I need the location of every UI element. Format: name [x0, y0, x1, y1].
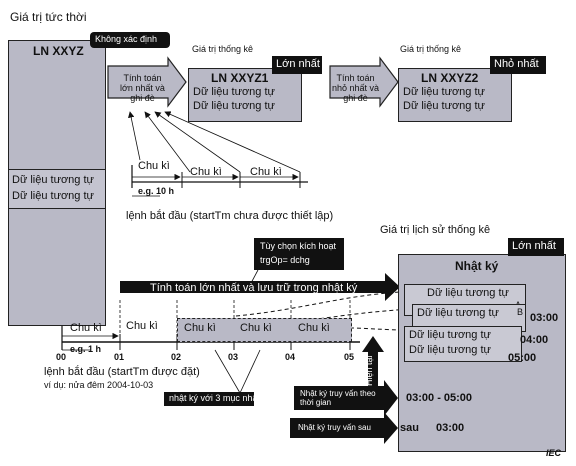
query-after-arrow-shape [290, 412, 398, 444]
undefined-badge: Không xác định [90, 32, 170, 48]
min-badge: Nhỏ nhất [490, 56, 546, 74]
entries-note-box: nhật ký với 3 mục nhập [164, 392, 262, 406]
bottom-caption-2: ví dụ: nửa đêm 2004-10-03 [44, 380, 154, 390]
log-entry-c-line-1: Dữ liệu tương tự [409, 329, 491, 341]
ln-main-data-line-1: Dữ liệu tương tự [12, 174, 94, 186]
tick-00: 00 [56, 352, 67, 362]
ln-max-data-line-1: Dữ liệu tương tự [193, 86, 275, 98]
calc-store-label: Tính toán lớn nhất và lưu trữ trong nhật… [150, 282, 358, 294]
top-cycle-2: Chu kì [190, 166, 222, 178]
calc-max-label: Tính toán lớn nhất và ghi đè [120, 73, 165, 103]
ln-min-title: LN XXYZ2 [421, 71, 479, 85]
log-entry-b-line-1: Dữ liệu tương tự [417, 307, 499, 319]
calc-max-line-3: ghi đè [130, 93, 155, 103]
tick-03: 03 [228, 352, 239, 362]
history-stats-label: Giá trị lịch sử thống kê [380, 224, 491, 236]
ln-max-title: LN XXYZ1 [211, 71, 269, 85]
min-badge-text: Nhỏ nhất [494, 58, 539, 70]
query-time-label-2: thời gian [300, 398, 332, 407]
trigger-line-1: Tùy chọn kích hoạt [260, 241, 337, 251]
query-time-label: Nhật ký truy vấn theo thời gian [300, 389, 376, 407]
log-title: Nhật ký [455, 259, 499, 273]
stat-values-1-label: Giá trị thống kê [192, 44, 254, 54]
ln-main-box: LN XXYZ Dữ liệu tương tự Dữ liệu tương t… [8, 40, 106, 326]
instant-values-label: Giá trị tức thời [10, 10, 87, 24]
calc-max-line-2: lớn nhất và [120, 83, 165, 93]
trigger-box: Tùy chọn kích hoạt trgOp= dchg [254, 238, 344, 270]
bottom-cycle-1: Chu kì [70, 322, 102, 334]
bottom-cycle-5: Chu kì [298, 322, 330, 334]
ln-max-data-line-2: Dữ liệu tương tự [193, 100, 275, 112]
calc-min-label: Tính toán nhỏ nhất và ghi đè [332, 73, 379, 103]
query-time-label-1: Nhật ký truy vấn theo [300, 389, 376, 398]
now-arrow-shape [362, 336, 384, 388]
ln-min-data-line-2: Dữ liệu tương tự [403, 100, 485, 112]
trigger-line-2: trgOp= dchg [260, 255, 310, 265]
bottom-cycle-4: Chu kì [240, 322, 272, 334]
ln-main-data-line-2: Dữ liệu tương tự [12, 190, 94, 202]
bottom-cycle-3: Chu kì [184, 322, 216, 334]
iec-mark: IEC [546, 448, 562, 458]
tick-04: 04 [285, 352, 296, 362]
now-label: Hiện tại [364, 355, 374, 386]
calc-max-arrow-shape [107, 56, 187, 108]
ln-min-box: LN XXYZ2 Dữ liệu tương tự Dữ liệu tương … [398, 68, 512, 122]
ln-main-title: LN XXYZ [33, 44, 84, 58]
tick-02: 02 [171, 352, 182, 362]
query-time-arrow-shape [294, 380, 398, 416]
log-period-bar [177, 318, 352, 342]
tick-01: 01 [114, 352, 125, 362]
log-max-badge-text: Lớn nhất [512, 240, 556, 252]
tick-05: 05 [344, 352, 355, 362]
query-after-value: 03:00 [436, 422, 465, 434]
calc-min-arrow-shape [329, 56, 399, 108]
stat-values-2-label: Giá trị thống kê [400, 44, 462, 54]
ln-min-data-line-1: Dữ liệu tương tự [403, 86, 485, 98]
ln-main-data: Dữ liệu tương tự Dữ liệu tương tự [9, 169, 105, 209]
bottom-example: e.g. 1 h [70, 344, 102, 354]
query-after-label: Nhật ký truy vấn sau [298, 423, 371, 432]
log-max-badge: Lớn nhất [508, 238, 564, 256]
undefined-badge-text: Không xác định [95, 34, 158, 44]
log-entry-c-line-2: Dữ liệu tương tự [409, 344, 491, 356]
top-timeline-caption: lệnh bắt đầu (startTm chưa được thiết lậ… [126, 210, 334, 222]
max-badge: Lớn nhất [272, 56, 322, 74]
calc-max-line-1: Tính toán [123, 73, 162, 83]
log-entry-c-time: 05:00 [508, 352, 537, 364]
entries-note-text: nhật ký với 3 mục nhập [169, 393, 263, 403]
calc-min-line-1: Tính toán [336, 73, 375, 83]
calc-min-line-2: nhỏ nhất và [332, 83, 380, 93]
bottom-caption-1: lệnh bắt đầu (startTm được đặt) [44, 366, 200, 378]
log-entry-b-time: 04:00 [520, 334, 549, 346]
calc-min-line-3: ghi đè [343, 93, 368, 103]
calc-store-arrow-shape [120, 273, 400, 301]
bottom-cycle-2: Chu kì [126, 320, 158, 332]
top-cycle-1: Chu kì [138, 160, 170, 172]
ln-max-box: LN XXYZ1 Dữ liệu tương tự Dữ liệu tương … [188, 68, 302, 122]
log-entry-b-tag: B [517, 307, 524, 317]
max-badge-text: Lớn nhất [276, 58, 320, 70]
log-entry-a-time: 03:00 [530, 312, 559, 324]
log-entry-c: Dữ liệu tương tự Dữ liệu tương tự [404, 326, 522, 362]
top-example: e.g. 10 h [138, 186, 175, 196]
log-entry-a-line-1: Dữ liệu tương tự [427, 287, 509, 299]
query-after-prefix: sau [400, 422, 419, 434]
top-cycle-3: Chu kì [250, 166, 282, 178]
query-time-value: 03:00 - 05:00 [406, 392, 473, 404]
